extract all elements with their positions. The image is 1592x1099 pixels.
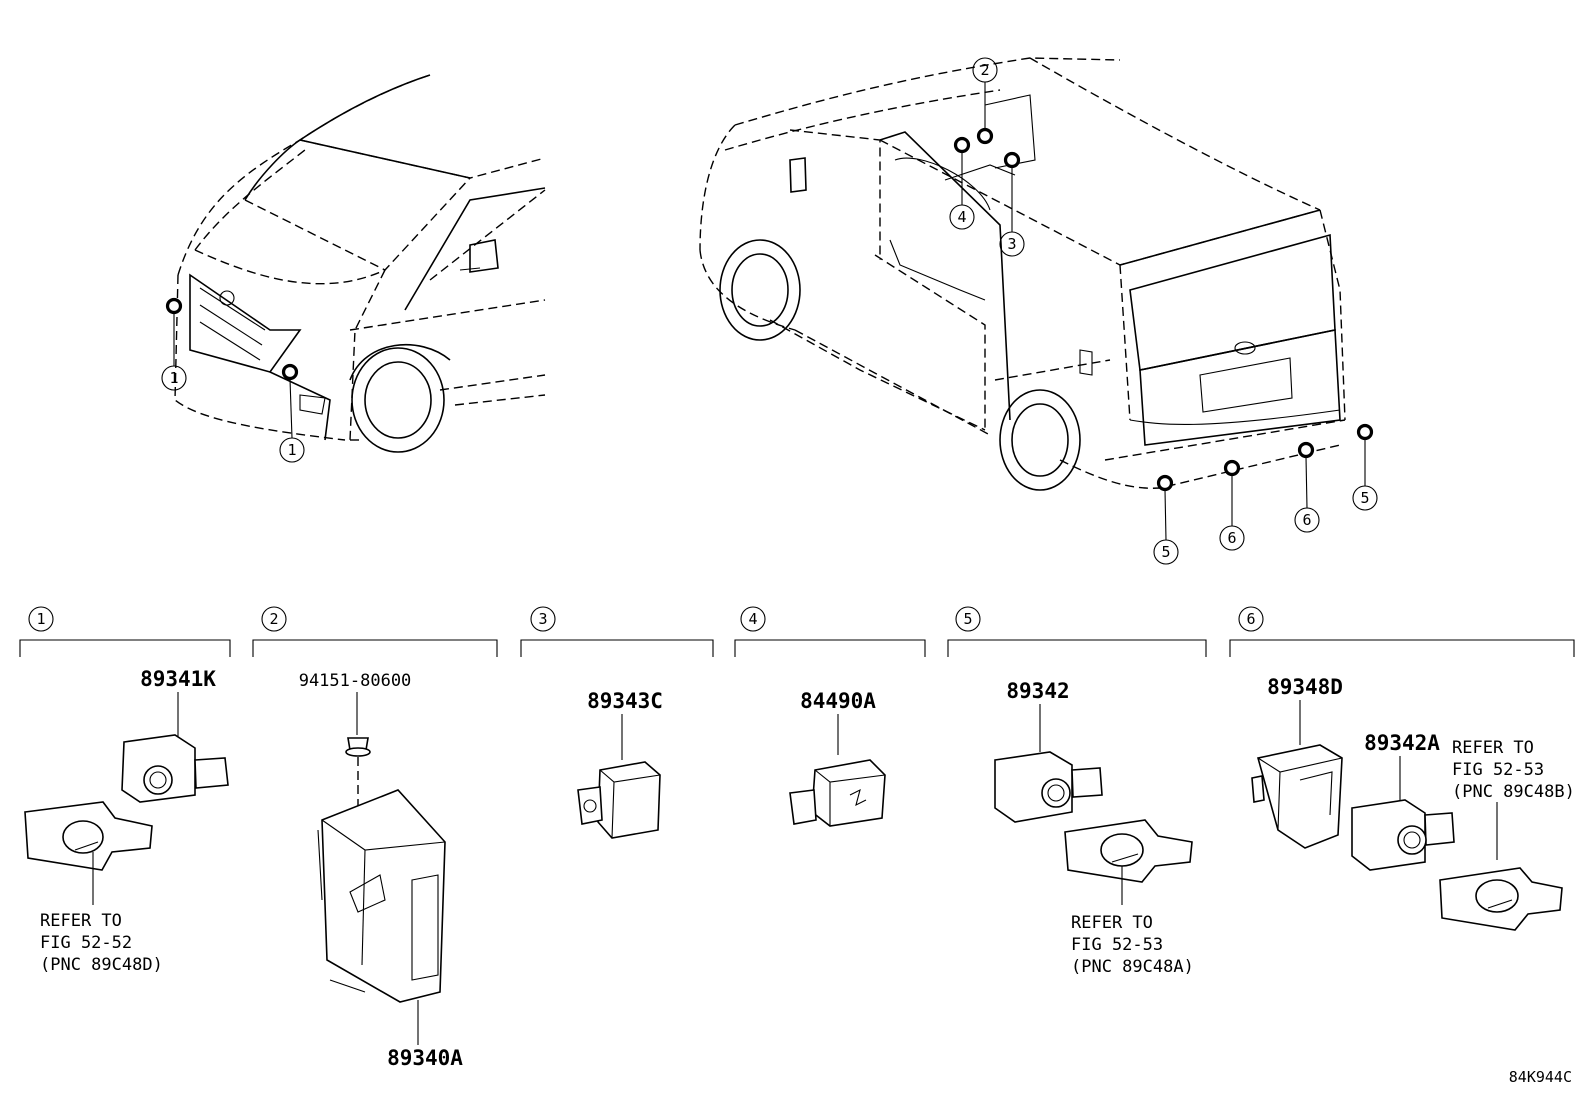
group-2-parts: 94151-80600 89340A bbox=[299, 671, 464, 1070]
sensor-bracket-89348D bbox=[1251, 744, 1343, 849]
svg-text:FIG 52-53: FIG 52-53 bbox=[1452, 760, 1544, 780]
group-header-6: 6 bbox=[1229, 606, 1575, 657]
svg-text:6: 6 bbox=[1227, 529, 1236, 547]
sensor-spot-4 bbox=[953, 136, 971, 154]
svg-text:5: 5 bbox=[963, 610, 972, 628]
rear-vehicle-illustration bbox=[699, 57, 1346, 491]
sensor-location-markers bbox=[165, 127, 1374, 492]
svg-text:1: 1 bbox=[169, 369, 178, 387]
svg-text:4: 4 bbox=[957, 208, 966, 226]
callout-rear-3: 3 bbox=[999, 231, 1025, 257]
sensor-spot-5-right bbox=[1356, 423, 1374, 441]
svg-text:(PNC 89C48A): (PNC 89C48A) bbox=[1071, 957, 1194, 977]
svg-text:REFER TO: REFER TO bbox=[1071, 913, 1153, 933]
sensor-spot-front-left bbox=[165, 297, 183, 315]
group-header-4: 4 bbox=[734, 606, 926, 657]
sensor-retainer-89C48D bbox=[24, 801, 153, 871]
sensor-spot-3 bbox=[1003, 151, 1021, 169]
svg-text:3: 3 bbox=[1007, 235, 1016, 253]
group-1-parts: 89341K REFER TO FIG 52-52 (PNC 89C48D) bbox=[24, 667, 229, 975]
parking-sensor-89341K bbox=[121, 734, 229, 803]
group-headers: 1 2 3 4 5 6 bbox=[19, 606, 1575, 657]
part-number-84490A: 84490A bbox=[800, 689, 876, 713]
group-5-parts: 89342 REFER TO FIG 52-53 (PNC 89C48A) bbox=[994, 679, 1194, 977]
svg-text:6: 6 bbox=[1302, 511, 1311, 529]
callout-rear-4: 4 bbox=[949, 204, 975, 230]
switch-84490A bbox=[789, 759, 886, 827]
callout-front-1a: 1 bbox=[161, 365, 187, 391]
part-number-89340A: 89340A bbox=[387, 1046, 463, 1070]
svg-text:5: 5 bbox=[1161, 543, 1170, 561]
part-number-89342: 89342 bbox=[1006, 679, 1069, 703]
sensor-retainer-89C48B bbox=[1439, 867, 1563, 931]
part-number-89342A: 89342A bbox=[1364, 731, 1440, 755]
sensor-89343C bbox=[577, 761, 661, 839]
group-header-1: 1 bbox=[19, 606, 231, 657]
svg-text:REFER TO: REFER TO bbox=[1452, 738, 1534, 758]
callout-rear-2: 2 bbox=[972, 57, 998, 83]
parking-sensor-89342A bbox=[1351, 799, 1455, 871]
svg-text:5: 5 bbox=[1360, 489, 1369, 507]
sensor-spot-2 bbox=[976, 127, 994, 145]
callout-rear-5b: 5 bbox=[1352, 485, 1378, 511]
svg-text:REFER TO: REFER TO bbox=[40, 911, 122, 931]
part-number-94151-80600: 94151-80600 bbox=[299, 671, 412, 691]
sensor-spot-6-right bbox=[1297, 441, 1315, 459]
svg-text:4: 4 bbox=[748, 610, 757, 628]
callout-rear-5a: 5 bbox=[1153, 539, 1179, 565]
group-3-parts: 89343C bbox=[577, 689, 663, 839]
parking-sensor-89342 bbox=[994, 751, 1103, 823]
callout-rear-6b: 6 bbox=[1294, 507, 1320, 533]
callout-rear-6a: 6 bbox=[1219, 525, 1245, 551]
group-header-5: 5 bbox=[947, 606, 1207, 657]
svg-text:(PNC 89C48B): (PNC 89C48B) bbox=[1452, 782, 1575, 802]
svg-text:6: 6 bbox=[1246, 610, 1255, 628]
clip-94151-80600 bbox=[345, 737, 371, 757]
callout-front-1b: 1 bbox=[279, 437, 305, 463]
group-6-parts: 89348D 89342A REFER TO FIG 52-53 (PNC 89… bbox=[1251, 675, 1575, 931]
sensor-spot-front-right bbox=[281, 363, 299, 381]
svg-text:FIG 52-53: FIG 52-53 bbox=[1071, 935, 1163, 955]
svg-text:1: 1 bbox=[287, 441, 296, 459]
part-number-89341K: 89341K bbox=[140, 667, 216, 691]
sensor-retainer-89C48A bbox=[1064, 819, 1193, 883]
svg-text:(PNC 89C48D): (PNC 89C48D) bbox=[40, 955, 163, 975]
sensor-spot-5-left bbox=[1156, 474, 1174, 492]
group-header-3: 3 bbox=[520, 606, 714, 657]
svg-text:FIG 52-52: FIG 52-52 bbox=[40, 933, 132, 953]
figure-id: 84K944C bbox=[1509, 1068, 1572, 1086]
svg-text:2: 2 bbox=[269, 610, 278, 628]
group-4-parts: 84490A bbox=[789, 689, 886, 827]
control-module-89340A bbox=[317, 789, 446, 1003]
front-vehicle-illustration bbox=[174, 74, 546, 453]
vehicle-callouts: 1 1 2 4 3 5 6 6 5 bbox=[161, 57, 1378, 565]
part-number-89348D: 89348D bbox=[1267, 675, 1343, 699]
svg-text:2: 2 bbox=[980, 61, 989, 79]
sensor-spot-6-left bbox=[1223, 459, 1241, 477]
svg-text:1: 1 bbox=[36, 610, 45, 628]
group-header-2: 2 bbox=[252, 606, 498, 657]
part-number-89343C: 89343C bbox=[587, 689, 663, 713]
svg-text:3: 3 bbox=[538, 610, 547, 628]
callout-leaders bbox=[173, 82, 1366, 541]
